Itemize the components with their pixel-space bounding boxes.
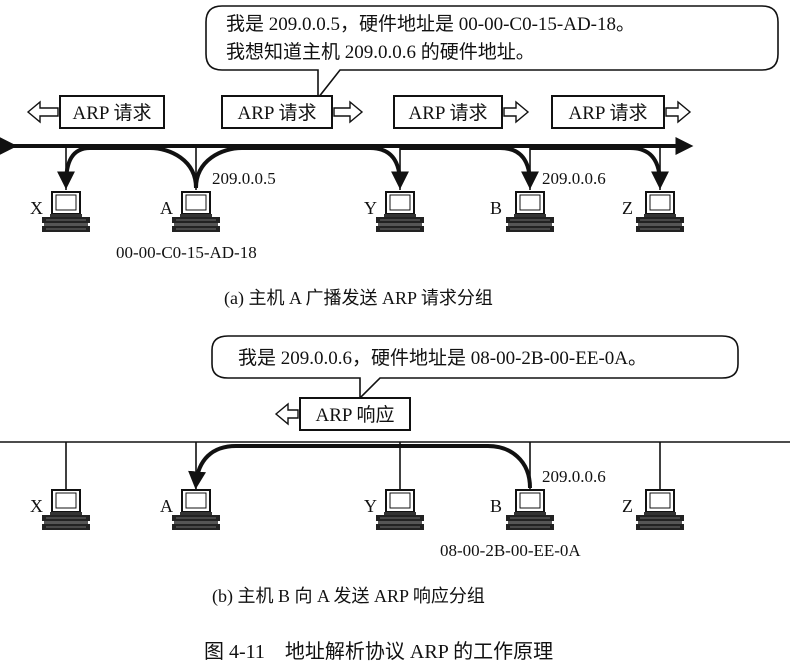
host-label-x: X	[30, 198, 43, 218]
panel-a: 我是 209.0.0.5，硬件地址是 00-00-C0-15-AD-18。 我想…	[0, 5, 779, 309]
host-label-z: Z	[622, 198, 633, 218]
host-label-z: Z	[622, 496, 633, 516]
ip-address-b: 209.0.0.6	[542, 169, 606, 188]
host-label-x: X	[30, 496, 43, 516]
host-label-a: A	[160, 198, 173, 218]
host-a-computer-icon	[171, 489, 221, 531]
host-z-computer-icon	[635, 489, 685, 531]
request-label-3: ARP 请求	[408, 102, 487, 124]
bubble-b-line1: 我是 209.0.0.6，硬件地址是 08-00-2B-00-EE-0A。	[238, 347, 647, 369]
host-x-computer-icon	[41, 489, 91, 531]
host-y-computer-icon	[375, 489, 425, 531]
panel-b: 我是 209.0.0.6，硬件地址是 08-00-2B-00-EE-0A。 AR…	[0, 335, 790, 607]
request-box-1: ARP 请求	[26, 95, 165, 129]
figure-caption: 图 4-11 地址解析协议 ARP 的工作原理	[204, 640, 553, 663]
mac-address-a: 00-00-C0-15-AD-18	[116, 243, 257, 262]
hollow-arrow-right-icon	[333, 100, 364, 124]
reply-box: ARP 响应	[274, 397, 411, 431]
caption-a: (a) 主机 A 广播发送 ARP 请求分组	[224, 288, 493, 309]
hollow-arrow-right-icon	[665, 100, 692, 124]
hollow-arrow-left-icon	[26, 100, 59, 124]
host-y-computer-icon	[375, 191, 425, 233]
reply-label: ARP 响应	[315, 404, 394, 426]
host-label-a: A	[160, 496, 173, 516]
request-label-1: ARP 请求	[72, 102, 151, 124]
host-z-computer-icon	[635, 191, 685, 233]
ip-address-a: 209.0.0.5	[212, 169, 276, 188]
request-box-3: ARP 请求	[393, 95, 530, 129]
host-label-y: Y	[364, 496, 377, 516]
request-label-2: ARP 请求	[237, 102, 316, 124]
bubble-a-line1: 我是 209.0.0.5，硬件地址是 00-00-C0-15-AD-18。	[226, 13, 635, 35]
request-bubble: 我是 209.0.0.5，硬件地址是 00-00-C0-15-AD-18。 我想…	[205, 5, 779, 101]
ip-address-b: 209.0.0.6	[542, 467, 606, 486]
host-label-b: B	[490, 496, 502, 516]
reply-bubble: 我是 209.0.0.6，硬件地址是 08-00-2B-00-EE-0A。	[211, 335, 739, 400]
host-x-computer-icon	[41, 191, 91, 233]
host-a-computer-icon	[171, 191, 221, 233]
request-box-2: ARP 请求	[221, 95, 364, 129]
mac-address-b: 08-00-2B-00-EE-0A	[440, 541, 581, 560]
hollow-arrow-right-icon	[503, 100, 530, 124]
request-box-4: ARP 请求	[551, 95, 692, 129]
host-b-computer-icon	[505, 191, 555, 233]
bubble-a-line2: 我想知道主机 209.0.0.6 的硬件地址。	[226, 41, 535, 63]
request-label-4: ARP 请求	[568, 102, 647, 124]
hollow-arrow-left-icon	[274, 402, 299, 426]
caption-b: (b) 主机 B 向 A 发送 ARP 响应分组	[212, 586, 485, 607]
host-label-y: Y	[364, 198, 377, 218]
host-b-computer-icon	[505, 489, 555, 531]
host-label-b: B	[490, 198, 502, 218]
